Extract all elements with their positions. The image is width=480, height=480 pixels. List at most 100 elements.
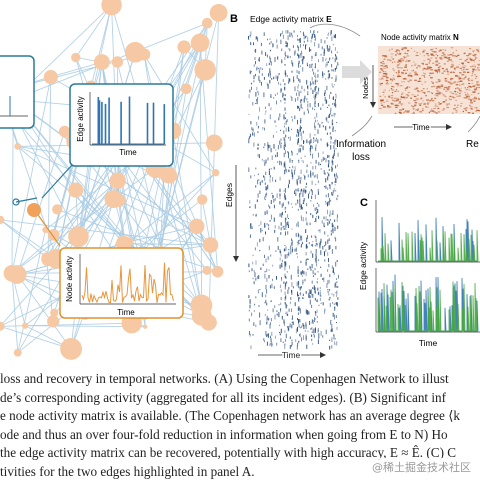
node-matrix-cell	[383, 75, 387, 77]
edge-matrix-dot	[310, 30, 311, 34]
network-node	[7, 265, 27, 284]
edge-matrix-dot	[264, 254, 265, 258]
node-matrix-cell	[398, 111, 401, 113]
edge-matrix-dot	[326, 64, 328, 66]
edge-matrix-dot	[300, 98, 302, 102]
edge-matrix-dot	[261, 159, 263, 161]
edge-matrix-dot	[303, 188, 305, 193]
edge-matrix-dot	[255, 167, 257, 170]
edge-matrix-dot	[287, 253, 289, 256]
edge-matrix-dot	[293, 30, 295, 33]
edge-matrix-dot	[274, 94, 276, 96]
node-matrix-cell	[469, 105, 473, 108]
edge-matrix-dot	[305, 291, 307, 294]
edge-matrix-dot	[268, 274, 270, 279]
node-matrix-cell	[399, 98, 402, 100]
edge-matrix-dot	[281, 30, 283, 35]
edge-matrix-dot	[323, 51, 325, 56]
edge-matrix-dot	[288, 153, 289, 159]
node-matrix-cell	[421, 83, 423, 85]
node-matrix-cell	[427, 102, 430, 104]
network-edge	[57, 208, 162, 249]
edge-matrix-dot	[280, 142, 282, 144]
edge-matrix-dot	[317, 180, 319, 184]
edge-matrix-dot	[309, 148, 311, 153]
node-matrix-cell	[415, 87, 419, 89]
edge-matrix-dot	[321, 121, 323, 124]
edge-matrix-dot	[328, 160, 330, 164]
node-matrix-cell	[391, 61, 393, 64]
edge-matrix-dot	[287, 75, 288, 77]
edge-matrix-dot	[331, 36, 333, 42]
node-matrix-cell	[422, 63, 424, 65]
node-matrix-cell	[381, 77, 383, 79]
edge-matrix-dot	[337, 286, 339, 288]
edge-matrix-dot	[269, 220, 271, 222]
node-matrix-cell	[403, 47, 405, 49]
node-matrix-cell	[413, 50, 416, 52]
node-matrix-cell	[423, 103, 427, 105]
node-matrix-cell	[427, 91, 430, 93]
edge-matrix-dot	[264, 225, 266, 228]
caption-line-6: tivities for the two edges highlighted i…	[0, 463, 255, 479]
edge-matrix-dot	[302, 293, 304, 297]
edge-matrix-dot	[284, 296, 286, 301]
edge-matrix-dot	[295, 247, 297, 252]
node-matrix-cell	[427, 58, 429, 60]
node-matrix-cell	[434, 97, 437, 99]
edge-matrix-dot	[298, 178, 300, 180]
edge-activity-trace	[92, 96, 166, 145]
edge-matrix-dot	[257, 147, 259, 150]
edge-matrix-dot	[326, 61, 328, 64]
edge-matrix-dot	[269, 175, 271, 178]
node-activity-matrix	[379, 47, 480, 115]
node-matrix-cell	[402, 112, 405, 114]
edge-matrix-dot	[323, 277, 325, 282]
node-matrix-cell	[448, 87, 450, 89]
edge-matrix-dot	[318, 43, 320, 49]
edge-matrix-dot	[291, 242, 293, 246]
edge-matrix-dot	[282, 341, 284, 344]
node-matrix-cell	[430, 69, 434, 71]
edge-matrix-dot	[315, 75, 317, 79]
node-matrix-cell	[476, 81, 479, 83]
edge-matrix-dot	[284, 330, 286, 333]
edge-matrix-dot	[263, 175, 265, 178]
edge-matrix-dot	[278, 225, 280, 230]
edge-matrix-dot	[298, 283, 299, 289]
edge-matrix-dot	[305, 217, 307, 221]
edge-matrix-dot	[254, 49, 256, 53]
edge-matrix-dot	[323, 186, 325, 188]
edge-matrix-dot	[269, 144, 271, 149]
node-matrix-cell	[394, 104, 397, 106]
node-matrix-cell	[391, 85, 394, 88]
node-matrix-cell	[391, 92, 394, 94]
edge-matrix-dot	[286, 311, 288, 316]
edge-matrix-dot	[315, 238, 317, 242]
node-matrix-cell	[429, 100, 432, 102]
node-matrix-cell	[435, 64, 439, 66]
node-matrix-cell	[468, 54, 470, 56]
node-matrix-cell	[385, 83, 388, 85]
edge-matrix-dot	[314, 103, 316, 108]
edge-matrix-dot	[327, 201, 329, 203]
network-node	[14, 142, 22, 150]
node-matrix-cell	[434, 51, 437, 53]
node-matrix-cell	[397, 83, 399, 85]
edge-matrix-dot	[320, 266, 322, 268]
node-matrix-cell	[406, 87, 408, 89]
node-matrix-cell	[437, 93, 441, 95]
node-matrix-cell	[446, 71, 450, 73]
edge-matrix-dot	[294, 170, 296, 175]
edge-matrix-dot	[297, 45, 298, 48]
edge-matrix-dot	[271, 78, 273, 80]
node-matrix-cell	[381, 104, 384, 106]
edge-matrix-dot	[285, 333, 287, 339]
node-matrix-cell	[384, 56, 388, 58]
edge-matrix-dot	[301, 235, 303, 241]
edge-matrix-dot	[336, 218, 338, 222]
node-matrix-cell	[465, 97, 468, 99]
edge-matrix-dot	[278, 304, 280, 306]
edge-matrix-dot	[299, 297, 301, 299]
edge-matrix-dot	[314, 122, 315, 127]
